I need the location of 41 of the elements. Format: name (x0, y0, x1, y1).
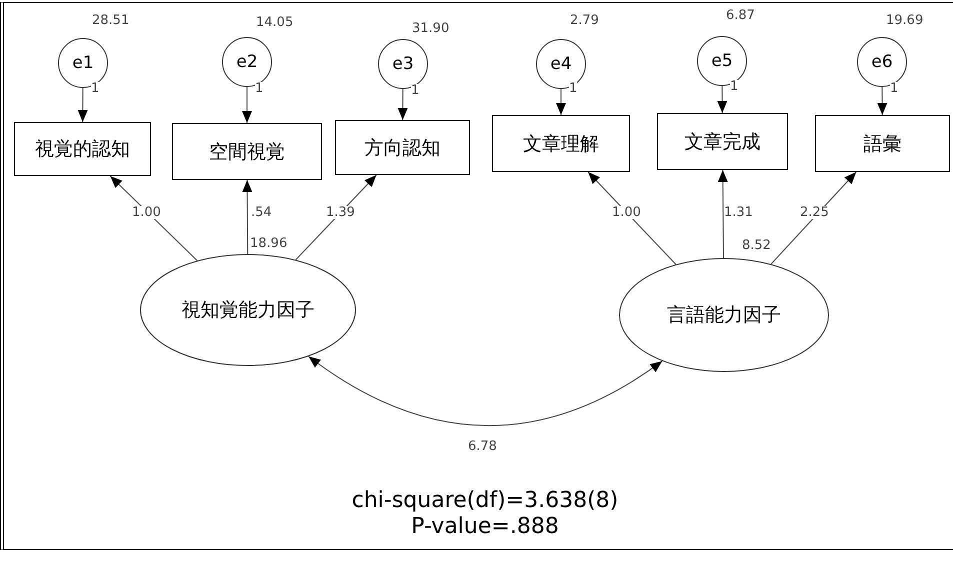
edge-label: 1.31 (724, 206, 753, 219)
arrow (718, 170, 728, 258)
edge-label: 1.00 (612, 206, 641, 219)
edge-label: 1 (890, 82, 898, 95)
edge-label: .54 (251, 206, 272, 219)
edge-label: 1 (411, 84, 420, 97)
variable-box: 文章完成 (657, 113, 788, 170)
edge-label: 1.39 (326, 206, 355, 219)
factor-ellipse: 言語能力因子 (619, 258, 829, 372)
variance-label: 2.79 (570, 14, 599, 27)
arrow (877, 86, 888, 116)
variance-label: 14.05 (256, 16, 294, 29)
arrow (242, 86, 252, 124)
arrow (717, 86, 728, 114)
arrow (588, 172, 676, 265)
edge-label: 1 (569, 82, 578, 95)
arrow (78, 88, 88, 122)
edge-label: 1 (91, 82, 100, 95)
fit-statistic: chi-square(df)=3.638(8) (352, 488, 618, 513)
variable-box: 空間視覚 (172, 123, 322, 180)
arrow (556, 88, 566, 116)
edge-label: 1 (255, 82, 264, 95)
edge-label: 1 (730, 80, 738, 93)
variance-label: 18.96 (250, 237, 288, 250)
edge-label: 6.78 (468, 440, 497, 453)
variance-label: 6.87 (726, 9, 755, 22)
variable-box: 方向認知 (335, 120, 470, 175)
variance-label: 8.52 (742, 239, 771, 252)
arrow (398, 88, 408, 120)
variance-label: 31.90 (412, 22, 450, 35)
variable-box: 語彙 (815, 115, 950, 172)
fit-statistic: P-value=.888 (411, 514, 559, 539)
variance-label: 19.69 (886, 14, 924, 27)
variable-box: 視覚的認知 (14, 122, 151, 176)
edge-label: 2.25 (800, 206, 829, 219)
variable-box: 文章理解 (492, 115, 630, 172)
double-headed-arrow (308, 356, 663, 426)
edge-label: 1.00 (132, 206, 161, 219)
factor-ellipse: 視知覚能力因子 (140, 254, 356, 366)
arrow (242, 180, 252, 254)
variance-label: 28.51 (92, 14, 130, 27)
